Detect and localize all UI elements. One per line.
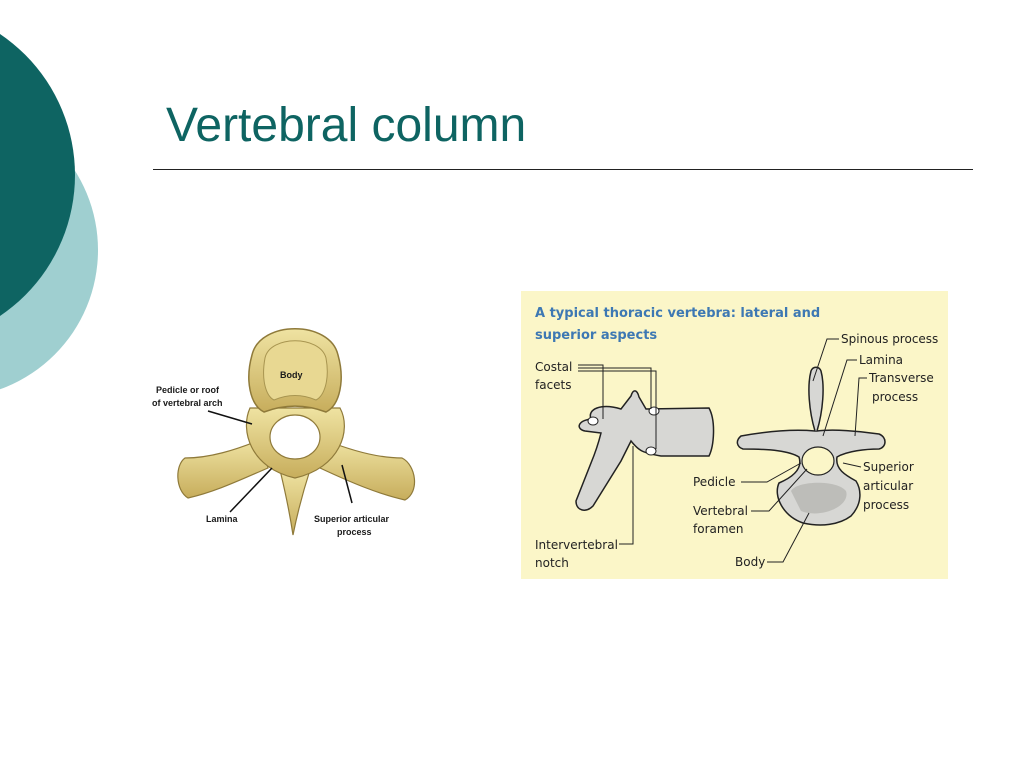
label-superior-line3: process <box>863 498 909 512</box>
label-foramen-line1: Vertebral <box>693 504 748 518</box>
body-leader <box>767 512 810 563</box>
label-body: Body <box>735 555 765 569</box>
superior-articular-leader <box>842 462 862 468</box>
label-superior-line1: Superior <box>863 460 914 474</box>
title-divider <box>153 169 973 170</box>
label-intervertebral-line1: Intervertebral <box>535 538 618 552</box>
slide-title: Vertebral column <box>166 99 527 152</box>
label-superior-line2: articular <box>863 479 913 493</box>
foramen-leader <box>751 468 808 512</box>
label-pedicle-line1: Pedicle or roof <box>156 385 220 395</box>
label-lamina: Lamina <box>859 353 903 367</box>
vertebral-foramen <box>269 414 321 460</box>
lamina-leader <box>229 467 273 513</box>
label-spinous: Spinous process <box>841 332 938 346</box>
body-surface <box>263 340 328 401</box>
pedicle-leader <box>741 462 802 483</box>
label-pedicle: Pedicle <box>693 475 735 489</box>
spinous-leader <box>812 338 839 382</box>
body-superior-shade <box>791 482 847 514</box>
transverse-leader <box>854 377 867 437</box>
label-lamina: Lamina <box>206 514 239 524</box>
label-costal-line2: facets <box>535 378 572 392</box>
pedicle-leader <box>207 410 253 425</box>
label-superior-line1: Superior articular <box>314 514 390 524</box>
label-costal-line1: Costal <box>535 360 572 374</box>
intervertebral-leader <box>619 446 634 545</box>
costal-facet-3 <box>645 446 657 456</box>
label-body: Body <box>280 370 303 380</box>
label-transverse-line2: process <box>872 390 918 404</box>
right-transverse-process <box>319 439 415 501</box>
superior-vertebra <box>736 366 886 526</box>
dark-circle <box>0 34 75 316</box>
thoracic-vertebra-diagram: A typical thoracic vertebra: lateral and… <box>521 291 948 579</box>
costal-leaders <box>578 364 657 449</box>
lateral-vertebra <box>575 390 715 511</box>
foramen-superior <box>801 446 835 476</box>
label-foramen-line2: foramen <box>693 522 744 536</box>
spinous-process <box>279 469 311 536</box>
label-pedicle-line2: of vertebral arch <box>152 398 223 408</box>
diagram-heading-line2: superior aspects <box>535 328 657 343</box>
costal-facet-1 <box>587 416 599 426</box>
vertebra-illustration: Body Pedicle or roof of vertebral arch L… <box>152 328 415 537</box>
label-transverse-line1: Transverse <box>868 371 934 385</box>
superior-leader <box>341 464 353 504</box>
diagram-heading-line1: A typical thoracic vertebra: lateral and <box>535 306 820 321</box>
left-transverse-process <box>177 439 269 499</box>
decorative-circles <box>0 34 98 390</box>
label-intervertebral-line2: notch <box>535 556 569 570</box>
lamina-leader <box>822 359 857 437</box>
label-superior-line2: process <box>337 527 372 537</box>
